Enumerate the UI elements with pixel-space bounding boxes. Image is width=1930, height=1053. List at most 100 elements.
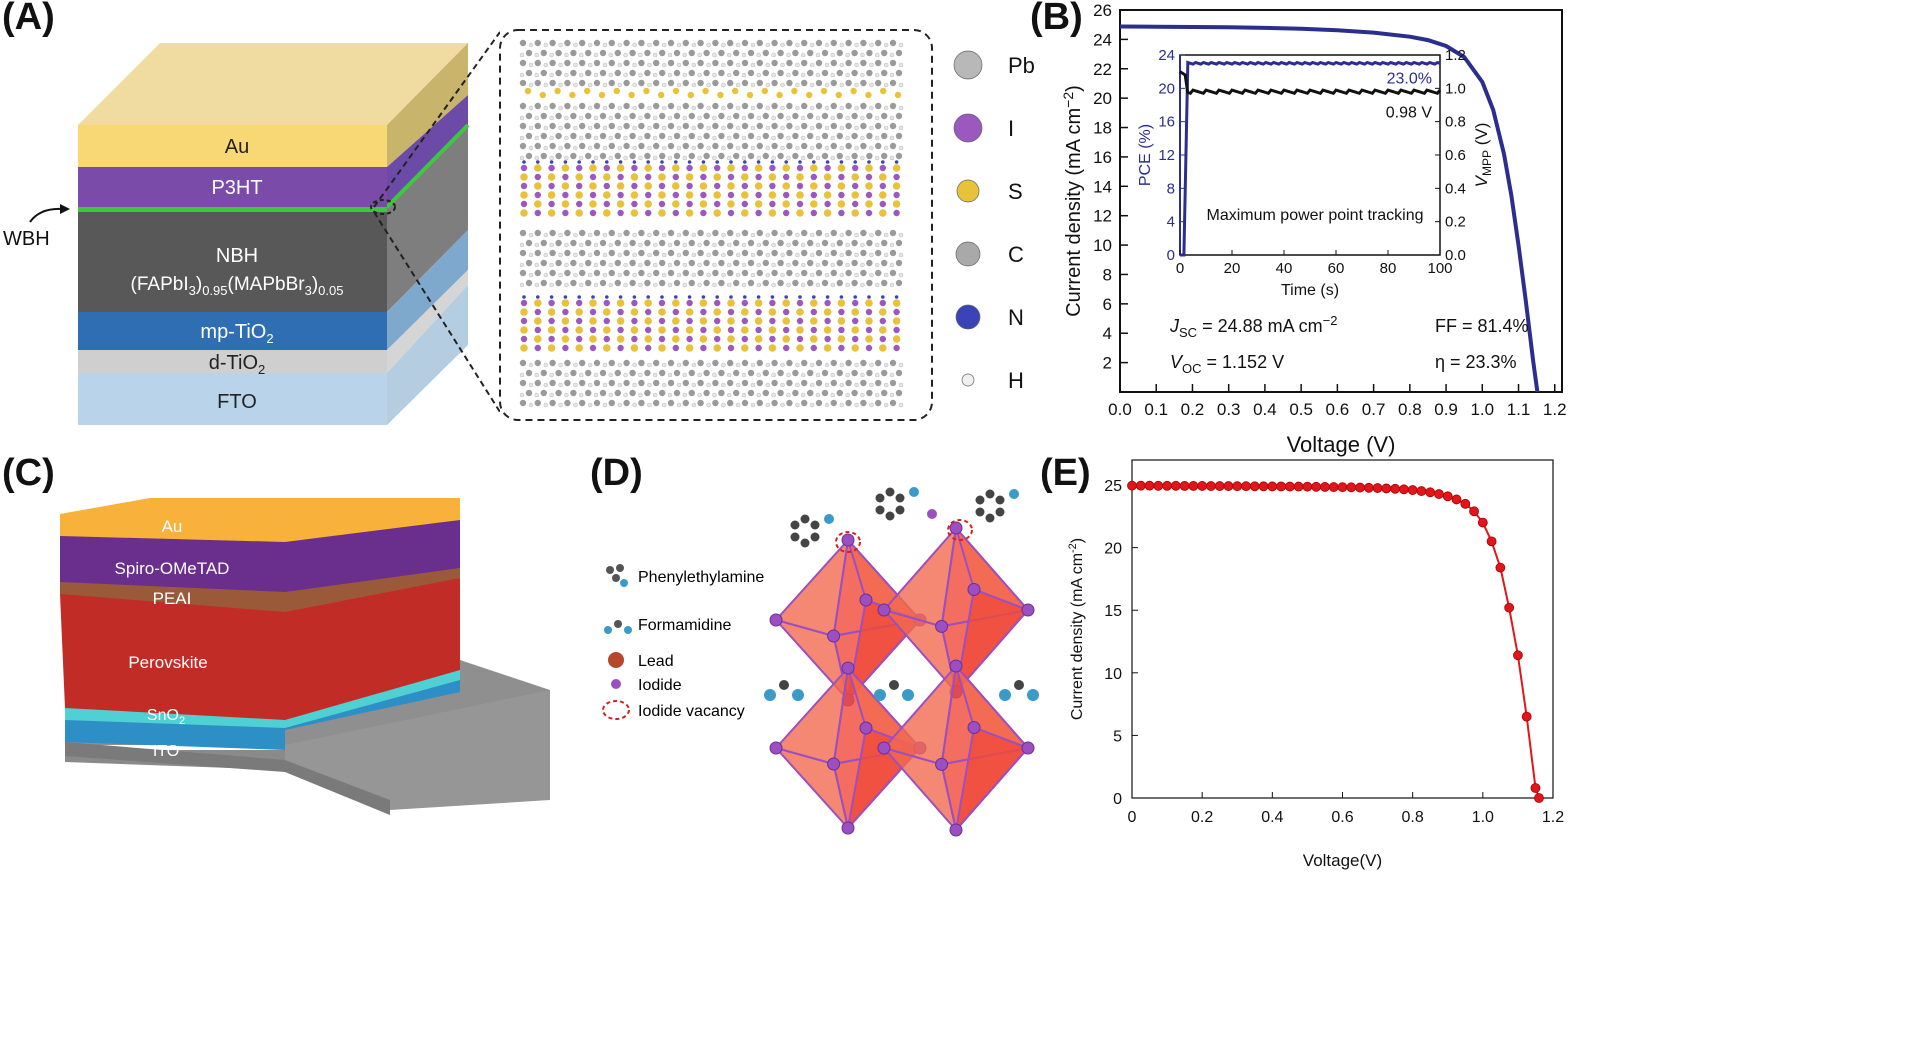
- carbon-atom: [682, 142, 689, 150]
- carbon-atom: [777, 152, 784, 160]
- x-tick-label: 0.4: [1261, 809, 1283, 826]
- carbon-atom: [659, 112, 666, 120]
- carbon-atom: [629, 69, 636, 77]
- hydrogen-atom: [756, 282, 762, 288]
- hydrogen-atom: [558, 105, 563, 111]
- perovskite-atom: [658, 326, 666, 334]
- hydrogen-atom: [839, 145, 845, 151]
- carbon-atom: [762, 279, 769, 287]
- hydrogen-atom: [573, 125, 578, 131]
- carbon-atom: [659, 259, 666, 267]
- perovskite-atom: [685, 173, 694, 181]
- carbon-atom: [727, 39, 734, 47]
- hydrogen-atom: [578, 135, 584, 141]
- perovskite-atom: [589, 299, 597, 307]
- carbon-atom: [549, 399, 556, 407]
- carbon-atom: [667, 79, 675, 87]
- carbon-atom: [815, 122, 823, 130]
- perovskite-atom: [520, 335, 528, 343]
- hydrogen-atom: [830, 282, 836, 288]
- carbon-atom: [593, 249, 601, 257]
- hydrogen-atom: [860, 52, 865, 58]
- nitrogen-atom: [522, 160, 526, 164]
- carbon-atom: [525, 69, 533, 77]
- carbon-atom: [851, 279, 858, 287]
- hydrogen-atom: [647, 362, 652, 368]
- perovskite-atom: [520, 209, 528, 217]
- nitrogen-atom: [701, 160, 706, 164]
- carbon-atom: [599, 49, 607, 57]
- x-tick-label: 0.5: [1289, 400, 1313, 419]
- hydrogen-atom: [587, 105, 593, 111]
- perovskite-atom: [631, 164, 638, 172]
- perovskite-atom: [892, 200, 901, 208]
- hydrogen-atom: [771, 115, 776, 121]
- carbon-atom: [851, 259, 858, 267]
- perovskite-atom: [672, 335, 680, 343]
- carbon-atom: [673, 112, 681, 120]
- panel-b-label: (B): [1030, 0, 1083, 38]
- perovskite-atom: [714, 200, 721, 208]
- layer-fto: [78, 373, 387, 425]
- perovskite-atom: [589, 209, 597, 217]
- perovskite-atom: [714, 164, 721, 172]
- carbon-atom: [570, 132, 577, 140]
- hydrogen-atom: [750, 125, 756, 131]
- inset-x-tick-label: 60: [1328, 260, 1345, 277]
- carbon-atom: [629, 259, 636, 267]
- perovskite-atom: [769, 164, 776, 172]
- carbon-atom: [599, 259, 607, 267]
- hydrogen-atom: [549, 72, 554, 78]
- data-point: [1267, 481, 1278, 492]
- hydrogen-atom: [608, 72, 614, 78]
- hydrogen-atom: [558, 272, 563, 278]
- hydrogen-atom: [839, 105, 845, 111]
- hydrogen-atom: [578, 72, 584, 78]
- perovskite-atom: [796, 326, 804, 334]
- hydrogen-atom: [647, 252, 652, 258]
- hydrogen-atom: [564, 372, 569, 378]
- carbon-atom: [697, 142, 704, 150]
- carbon-atom: [747, 369, 755, 377]
- perovskite-atom: [796, 200, 804, 208]
- carbon-atom: [807, 239, 814, 247]
- perovskite-atom: [893, 326, 900, 334]
- hydrogen-atom: [786, 115, 791, 121]
- perovskite-atom: [520, 308, 528, 316]
- carbon-atom: [549, 379, 556, 387]
- perovskite-atom: [865, 164, 873, 172]
- carbon-atom: [718, 259, 725, 267]
- perovskite-atom: [589, 317, 597, 325]
- carbon-atom: [673, 259, 681, 267]
- hydrogen-atom: [578, 52, 584, 58]
- carbon-atom: [786, 249, 793, 257]
- iodide-atom: [949, 823, 963, 837]
- carbon-atom: [534, 379, 541, 387]
- hydrogen-atom: [795, 125, 800, 131]
- carbon-atom: [747, 152, 755, 160]
- carbon-atom: [881, 259, 888, 267]
- layer-mp-tio2: [78, 312, 387, 350]
- hydrogen-atom: [534, 135, 540, 141]
- hydrogen-atom: [809, 42, 815, 48]
- carbon-atom: [975, 507, 985, 517]
- hydrogen-atom: [697, 372, 702, 378]
- carbon-atom: [801, 79, 808, 87]
- nitrogen-atom: [605, 160, 609, 164]
- perovskite-atom: [727, 308, 735, 316]
- sulfur-atom: [761, 87, 768, 95]
- hydrogen-atom: [824, 42, 830, 48]
- carbon-atom: [771, 379, 778, 387]
- carbon-atom: [807, 279, 814, 287]
- hydrogen-atom: [860, 72, 865, 78]
- hydrogen-atom: [765, 105, 771, 111]
- carbon-atom: [570, 69, 577, 77]
- data-point: [1241, 481, 1251, 492]
- hydrogen-atom: [602, 362, 608, 368]
- hydrogen-atom: [528, 362, 534, 368]
- carbon-atom: [599, 369, 607, 377]
- perovskite-atom: [838, 344, 845, 352]
- perovskite-atom: [616, 164, 625, 172]
- x-tick-label: 1.1: [1507, 400, 1531, 419]
- carbon-atom: [682, 79, 689, 87]
